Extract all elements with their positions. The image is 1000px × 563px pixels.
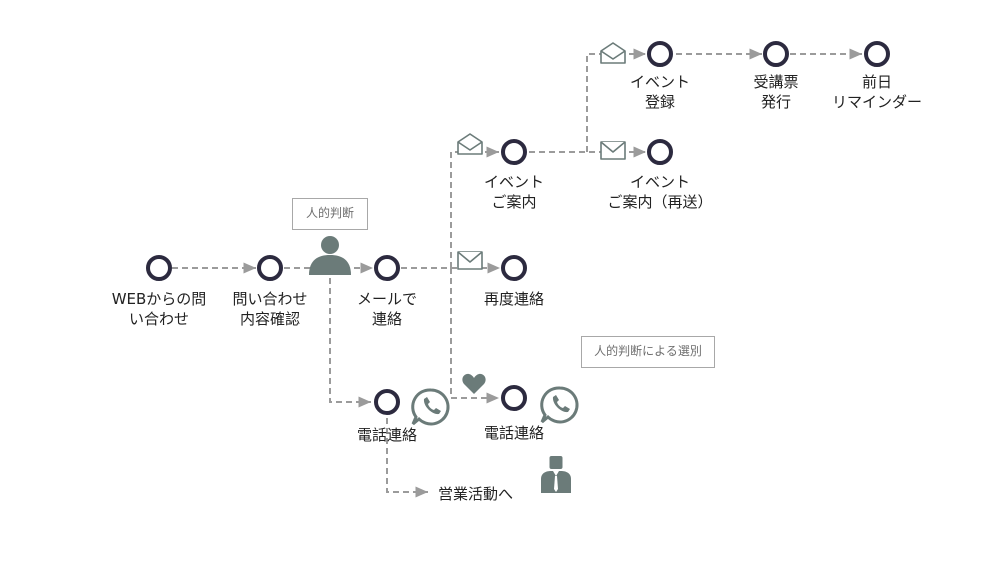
label-ticket: 受講票 発行 <box>753 73 799 111</box>
node-phone-2 <box>501 385 527 411</box>
node-recontact <box>501 255 527 281</box>
node-reminder <box>864 41 890 67</box>
label-reminder: 前日 リマインダー <box>831 73 923 111</box>
node-mail <box>374 255 400 281</box>
node-confirm <box>257 255 283 281</box>
label-recontact: 再度連絡 <box>483 290 545 308</box>
closed-envelope-icon <box>600 141 626 160</box>
node-phone-1 <box>374 389 400 415</box>
phone-chat-icon <box>411 388 450 426</box>
open-envelope-icon <box>600 42 626 64</box>
label-phone-2: 電話連絡 <box>483 424 545 442</box>
note-human-judgment: 人的判断 <box>292 198 368 230</box>
person-icon <box>309 236 351 275</box>
open-envelope-icon <box>457 133 483 155</box>
note-human-selection: 人的判断による選別 <box>581 336 715 368</box>
label-confirm: 問い合わせ 内容確認 <box>232 290 308 328</box>
heart-icon <box>462 373 486 394</box>
label-web-inquiry: WEBからの問 い合わせ <box>111 290 207 328</box>
flow-lines <box>172 48 862 498</box>
label-event-register: イベント 登録 <box>629 73 691 111</box>
label-mail: メールで 連絡 <box>356 290 418 328</box>
node-event-info-resend <box>647 139 673 165</box>
node-web-inquiry <box>146 255 172 281</box>
label-event-info: イベント ご案内 <box>483 173 545 211</box>
node-event-register <box>647 41 673 67</box>
businessman-icon <box>541 456 571 493</box>
closed-envelope-icon <box>457 251 483 270</box>
node-ticket <box>763 41 789 67</box>
label-sales: 営業活動へ <box>438 485 514 503</box>
node-event-info <box>501 139 527 165</box>
phone-chat-icon <box>540 386 579 424</box>
label-phone-1: 電話連絡 <box>356 426 418 444</box>
label-event-info-resend: イベント ご案内（再送） <box>607 173 713 211</box>
